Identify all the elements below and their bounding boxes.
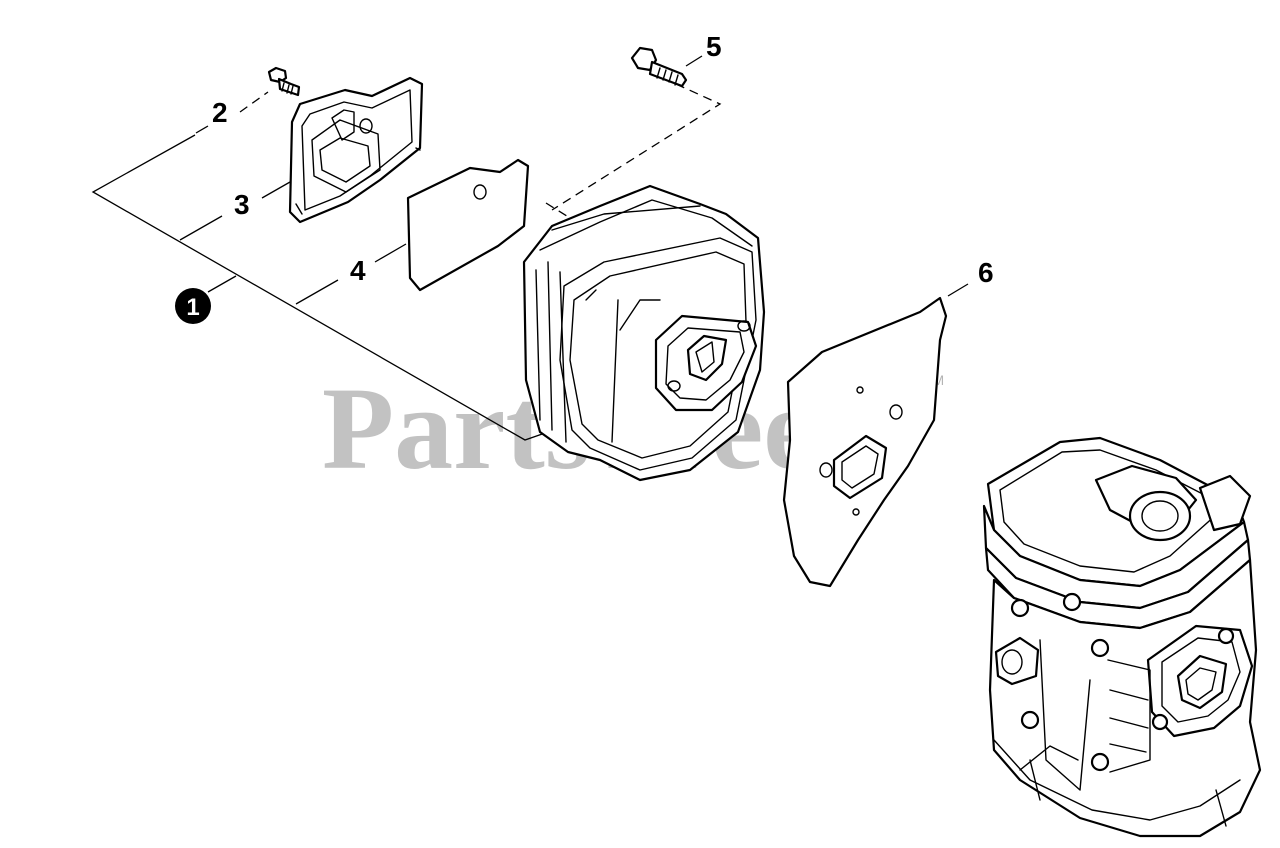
part-5-bolt [630,46,688,88]
callout-1-badge: 1 [175,288,211,324]
callout-labels: 2 3 4 5 6 1 [175,31,994,324]
callout-1: 1 [186,294,199,321]
callout-5: 5 [706,31,722,62]
callout-2: 2 [212,97,228,128]
part-2-screw [267,66,301,97]
callout-4: 4 [350,255,366,286]
part-3-cover-plate [288,76,424,224]
muffler-body [522,184,766,482]
assembly-bracket [91,134,549,441]
engine-cylinder [982,436,1262,838]
callout-3: 3 [234,189,250,220]
part-4-gasket [406,158,530,292]
leader-lines [195,55,969,297]
part-6-heat-shield [782,296,948,588]
callout-6: 6 [978,257,994,288]
